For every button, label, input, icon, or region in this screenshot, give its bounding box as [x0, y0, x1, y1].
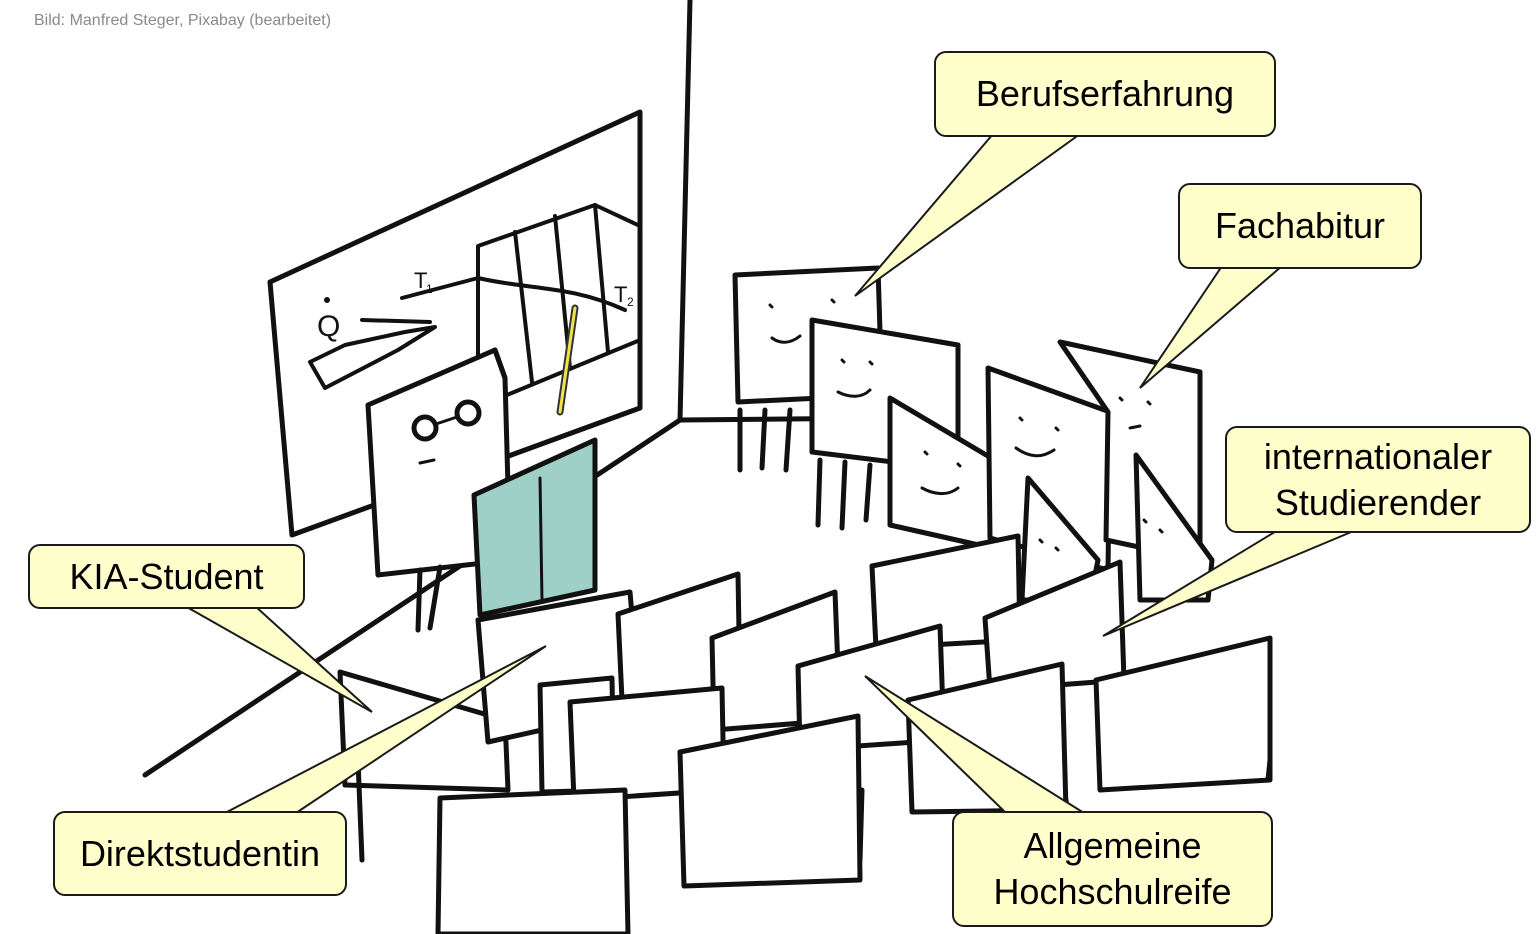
label-direkt: Direktstudentin — [53, 811, 347, 896]
image-credit: Bild: Manfred Steger, Pixabay (bearbeite… — [34, 12, 332, 29]
label-fachabitur: Fachabitur — [1178, 183, 1422, 269]
lectern — [471, 437, 598, 618]
label-ahr: Allgemeine Hochschulreife — [952, 811, 1273, 927]
label-direkt-text: Direktstudentin — [79, 832, 321, 874]
tail-fachabitur — [1139, 265, 1285, 389]
label-international: internationaler Studierender — [1225, 426, 1531, 533]
label-fachabitur-text: Fachabitur — [1214, 205, 1386, 246]
label-berufserfahrung-text: Berufserfahrung — [975, 73, 1235, 114]
label-ahr-line1: Allgemeine — [1023, 825, 1202, 866]
whiteboard — [267, 109, 643, 538]
whiteboard-t2-sub: 2 — [627, 295, 634, 309]
chair-front-13 — [435, 787, 631, 934]
whiteboard-t1-sub: 1 — [426, 282, 433, 296]
wall-corner-line — [677, 0, 693, 423]
whiteboard-t1: T — [414, 268, 427, 293]
label-international-line2: Studierender — [1274, 481, 1482, 523]
student-back-7 — [1133, 452, 1215, 603]
label-ahr-line2: Hochschulreife — [993, 871, 1232, 912]
whiteboard-q: Q — [317, 310, 340, 343]
label-berufserfahrung: Berufserfahrung — [934, 51, 1276, 137]
whiteboard-arrow — [308, 325, 437, 390]
chair-front-12 — [677, 713, 863, 889]
label-kia: KIA-Student — [28, 544, 305, 609]
label-kia-text: KIA-Student — [69, 555, 264, 597]
whiteboard-t2: T — [614, 282, 627, 307]
label-international-line1: internationaler — [1263, 435, 1493, 477]
tail-kia — [181, 605, 373, 713]
tail-berufserfahrung — [854, 133, 1084, 297]
